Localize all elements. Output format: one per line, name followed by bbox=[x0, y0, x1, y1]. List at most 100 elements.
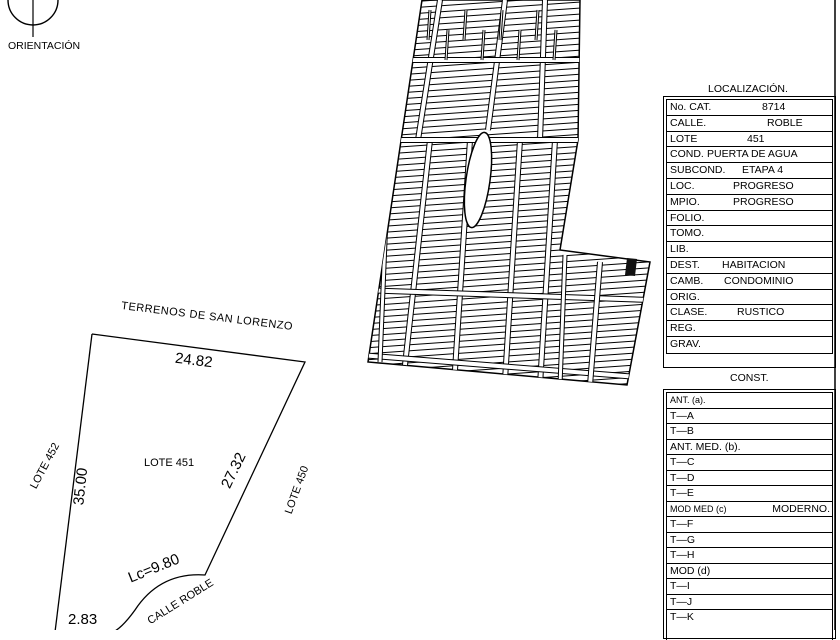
road bbox=[368, 288, 650, 302]
row-value: ETAPA 4 bbox=[742, 164, 784, 177]
road bbox=[463, 9, 467, 41]
row-label: T—F bbox=[670, 518, 694, 530]
const-row: ANT. MED. (b). bbox=[667, 440, 832, 455]
localizacion-row: TOMO. bbox=[667, 226, 832, 243]
row-label: FOLIO. bbox=[670, 211, 705, 224]
row-label: T—I bbox=[670, 580, 690, 592]
row-value: 451 bbox=[747, 132, 765, 145]
localizacion-row: LOC. PROGRESO bbox=[667, 179, 832, 195]
const-row: T—D bbox=[667, 471, 832, 486]
localizacion-row: ORIG. bbox=[667, 290, 832, 306]
const-row: T—I bbox=[667, 579, 832, 595]
road bbox=[499, 9, 503, 41]
road bbox=[538, 0, 547, 141]
road bbox=[558, 254, 567, 385]
row-label: COND. bbox=[670, 148, 704, 161]
row-label: T—J bbox=[670, 595, 693, 608]
localizacion-row: REG. bbox=[667, 321, 832, 337]
row-label: MOD MED (c) bbox=[670, 503, 727, 514]
const-row: MOD MED (c) MODERNO. bbox=[667, 502, 832, 517]
row-label: SUBCOND. bbox=[670, 164, 726, 177]
const-row: T—K bbox=[667, 610, 832, 626]
row-value: HABITACION bbox=[722, 258, 786, 271]
row-label: MOD (d) bbox=[670, 564, 711, 577]
north-arrow-icon bbox=[7, 0, 59, 37]
park bbox=[463, 131, 493, 229]
row-label: T—E bbox=[670, 487, 694, 499]
const-row: T—F bbox=[667, 517, 832, 533]
row-label: CAMB. bbox=[670, 274, 704, 287]
localizacion-row: DEST. HABITACION bbox=[667, 258, 832, 274]
localizacion-row: MPIO. PROGRESO bbox=[667, 195, 832, 211]
orientation-label: ORIENTACIÓN bbox=[8, 40, 81, 52]
subdivision-plan bbox=[367, 0, 651, 386]
road bbox=[538, 139, 557, 385]
row-label: T—C bbox=[670, 456, 695, 468]
row-label: LIB. bbox=[670, 243, 689, 256]
row-label: T—B bbox=[670, 425, 694, 437]
row-label: MPIO. bbox=[670, 195, 700, 208]
row-label: LOC. bbox=[670, 179, 695, 192]
localizacion-row: SUBCOND. ETAPA 4 bbox=[667, 163, 832, 179]
lot-label: LOTE 451 bbox=[144, 457, 195, 469]
row-label: CALLE. bbox=[670, 116, 707, 129]
localizacion-row: FOLIO. bbox=[667, 211, 832, 227]
const-row: T—A bbox=[667, 409, 832, 424]
road bbox=[517, 29, 521, 61]
localizacion-row: CAMB. CONDOMINIO bbox=[667, 274, 832, 290]
const-title: CONST. bbox=[730, 372, 769, 384]
road bbox=[588, 261, 602, 385]
row-label: No. CAT. bbox=[670, 101, 712, 113]
row-label: TOMO. bbox=[670, 227, 705, 240]
const-row: ANT. (a). bbox=[667, 393, 832, 409]
row-label: ORIG. bbox=[670, 290, 700, 303]
road bbox=[553, 29, 557, 61]
row-value: MODERNO. bbox=[772, 502, 830, 515]
highlighted-lot bbox=[625, 258, 637, 276]
row-label: T—A bbox=[670, 409, 694, 422]
road bbox=[368, 353, 650, 380]
const-row: MOD (d) bbox=[667, 564, 832, 579]
road bbox=[445, 29, 449, 61]
row-label: ANT. MED. (b). bbox=[670, 440, 741, 453]
row-label: T—G bbox=[670, 533, 696, 546]
dim-south: 2.83 bbox=[68, 611, 98, 628]
localizacion-row: LIB. bbox=[667, 242, 832, 258]
localizacion-row: CALLE.ROBLE bbox=[667, 116, 832, 132]
row-label: T—D bbox=[670, 471, 695, 484]
row-label: T—H bbox=[670, 549, 695, 561]
row-label: GRAV. bbox=[670, 337, 701, 350]
lot-451-outline bbox=[54, 333, 306, 630]
localizacion-title: LOCALIZACIÓN. bbox=[708, 83, 788, 95]
const-row: T—G bbox=[667, 533, 832, 548]
row-value: PROGRESO bbox=[733, 195, 794, 208]
const-row: T—E bbox=[667, 486, 832, 502]
row-label: CLASE. bbox=[670, 306, 708, 319]
row-value: PUERTA DE AGUA bbox=[707, 148, 798, 161]
row-label: REG. bbox=[670, 322, 696, 335]
road bbox=[481, 29, 485, 61]
road bbox=[403, 139, 432, 366]
row-value: 8714 bbox=[762, 101, 786, 113]
row-label: T—K bbox=[670, 611, 694, 623]
row-label: DEST. bbox=[670, 258, 700, 271]
localizacion-row: CLASE. RUSTICO bbox=[667, 305, 832, 322]
const-row: T—B bbox=[667, 424, 832, 440]
const-row: T—J bbox=[667, 595, 832, 610]
const-row: T—C bbox=[667, 455, 832, 471]
const-row: T—H bbox=[667, 548, 832, 564]
road bbox=[416, 0, 442, 141]
road bbox=[535, 9, 539, 41]
row-value: PROGRESO bbox=[733, 179, 794, 192]
const-table: ANT. (a). T—A T—B ANT. MED. (b). T—C T—D T—E MO… bbox=[663, 389, 836, 640]
localizacion-row: COND.PUERTA DE AGUA bbox=[667, 147, 832, 164]
row-value: CONDOMINIO bbox=[724, 274, 794, 287]
road bbox=[503, 139, 522, 381]
row-value: RUSTICO bbox=[737, 306, 785, 319]
road bbox=[427, 9, 431, 41]
localizacion-row: No. CAT. 8714 bbox=[667, 100, 832, 116]
row-label: ANT. (a). bbox=[670, 395, 706, 405]
